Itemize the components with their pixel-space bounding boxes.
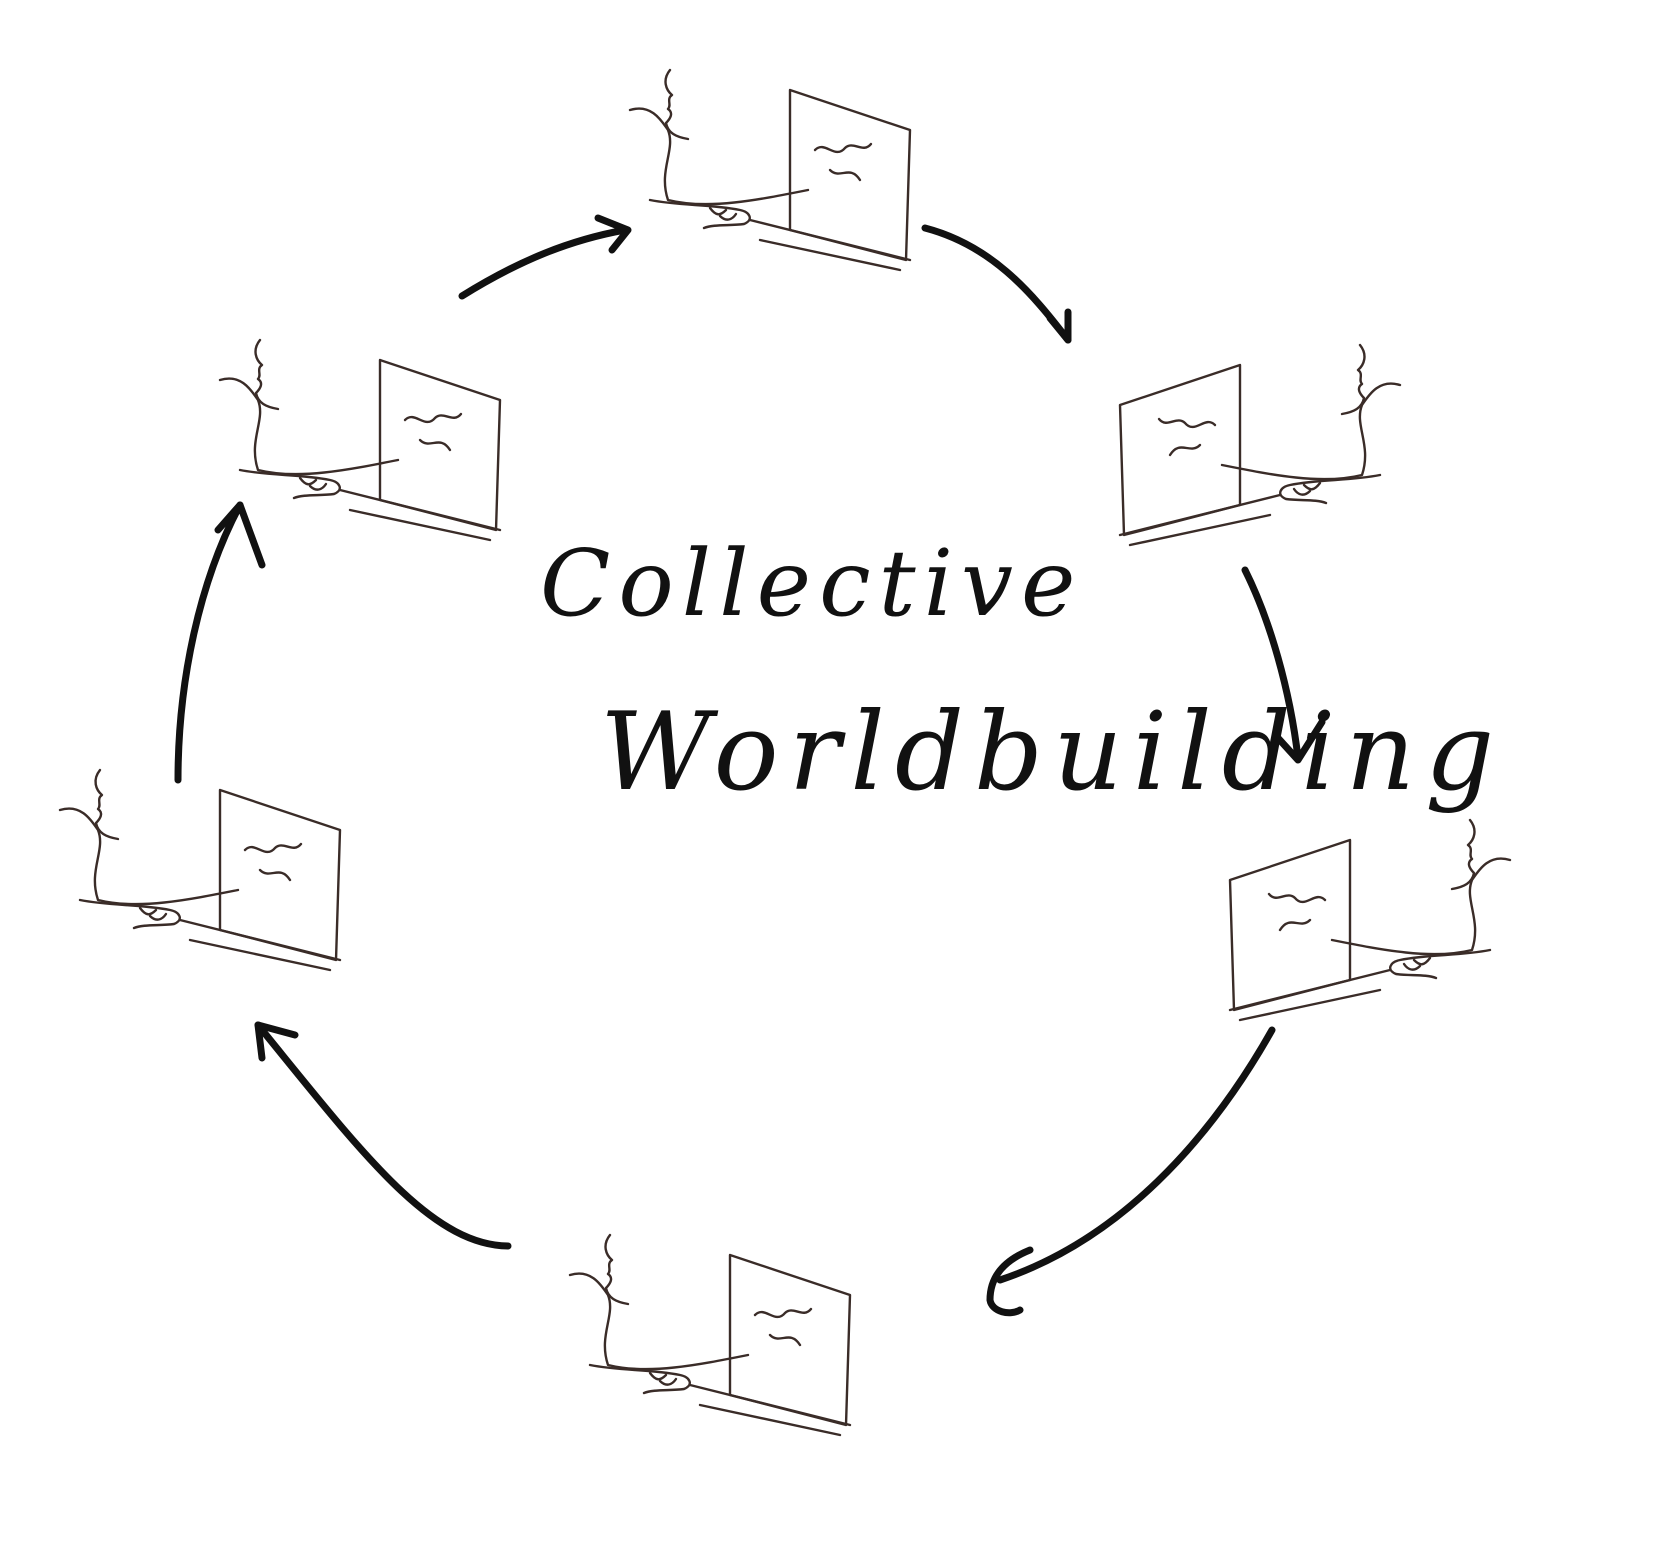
sketch-top — [628, 68, 912, 272]
arrow-bottom-left — [254, 1021, 512, 1250]
title-line-2: Worldbuilding — [600, 690, 1505, 815]
title-line-1: Collective — [540, 530, 1084, 637]
sketch-upper-left — [218, 338, 502, 542]
arrow-right — [1241, 566, 1326, 764]
arrow-left — [174, 501, 266, 784]
sketch-bottom — [568, 1233, 852, 1437]
arrow-top-right — [921, 224, 1072, 344]
arrow-top-left — [458, 214, 632, 300]
arrow-bottom-right — [986, 1026, 1276, 1317]
sketch-lower-left — [58, 768, 342, 972]
sketch-lower-right — [1228, 818, 1512, 1022]
sketch-upper-right — [1118, 343, 1402, 547]
